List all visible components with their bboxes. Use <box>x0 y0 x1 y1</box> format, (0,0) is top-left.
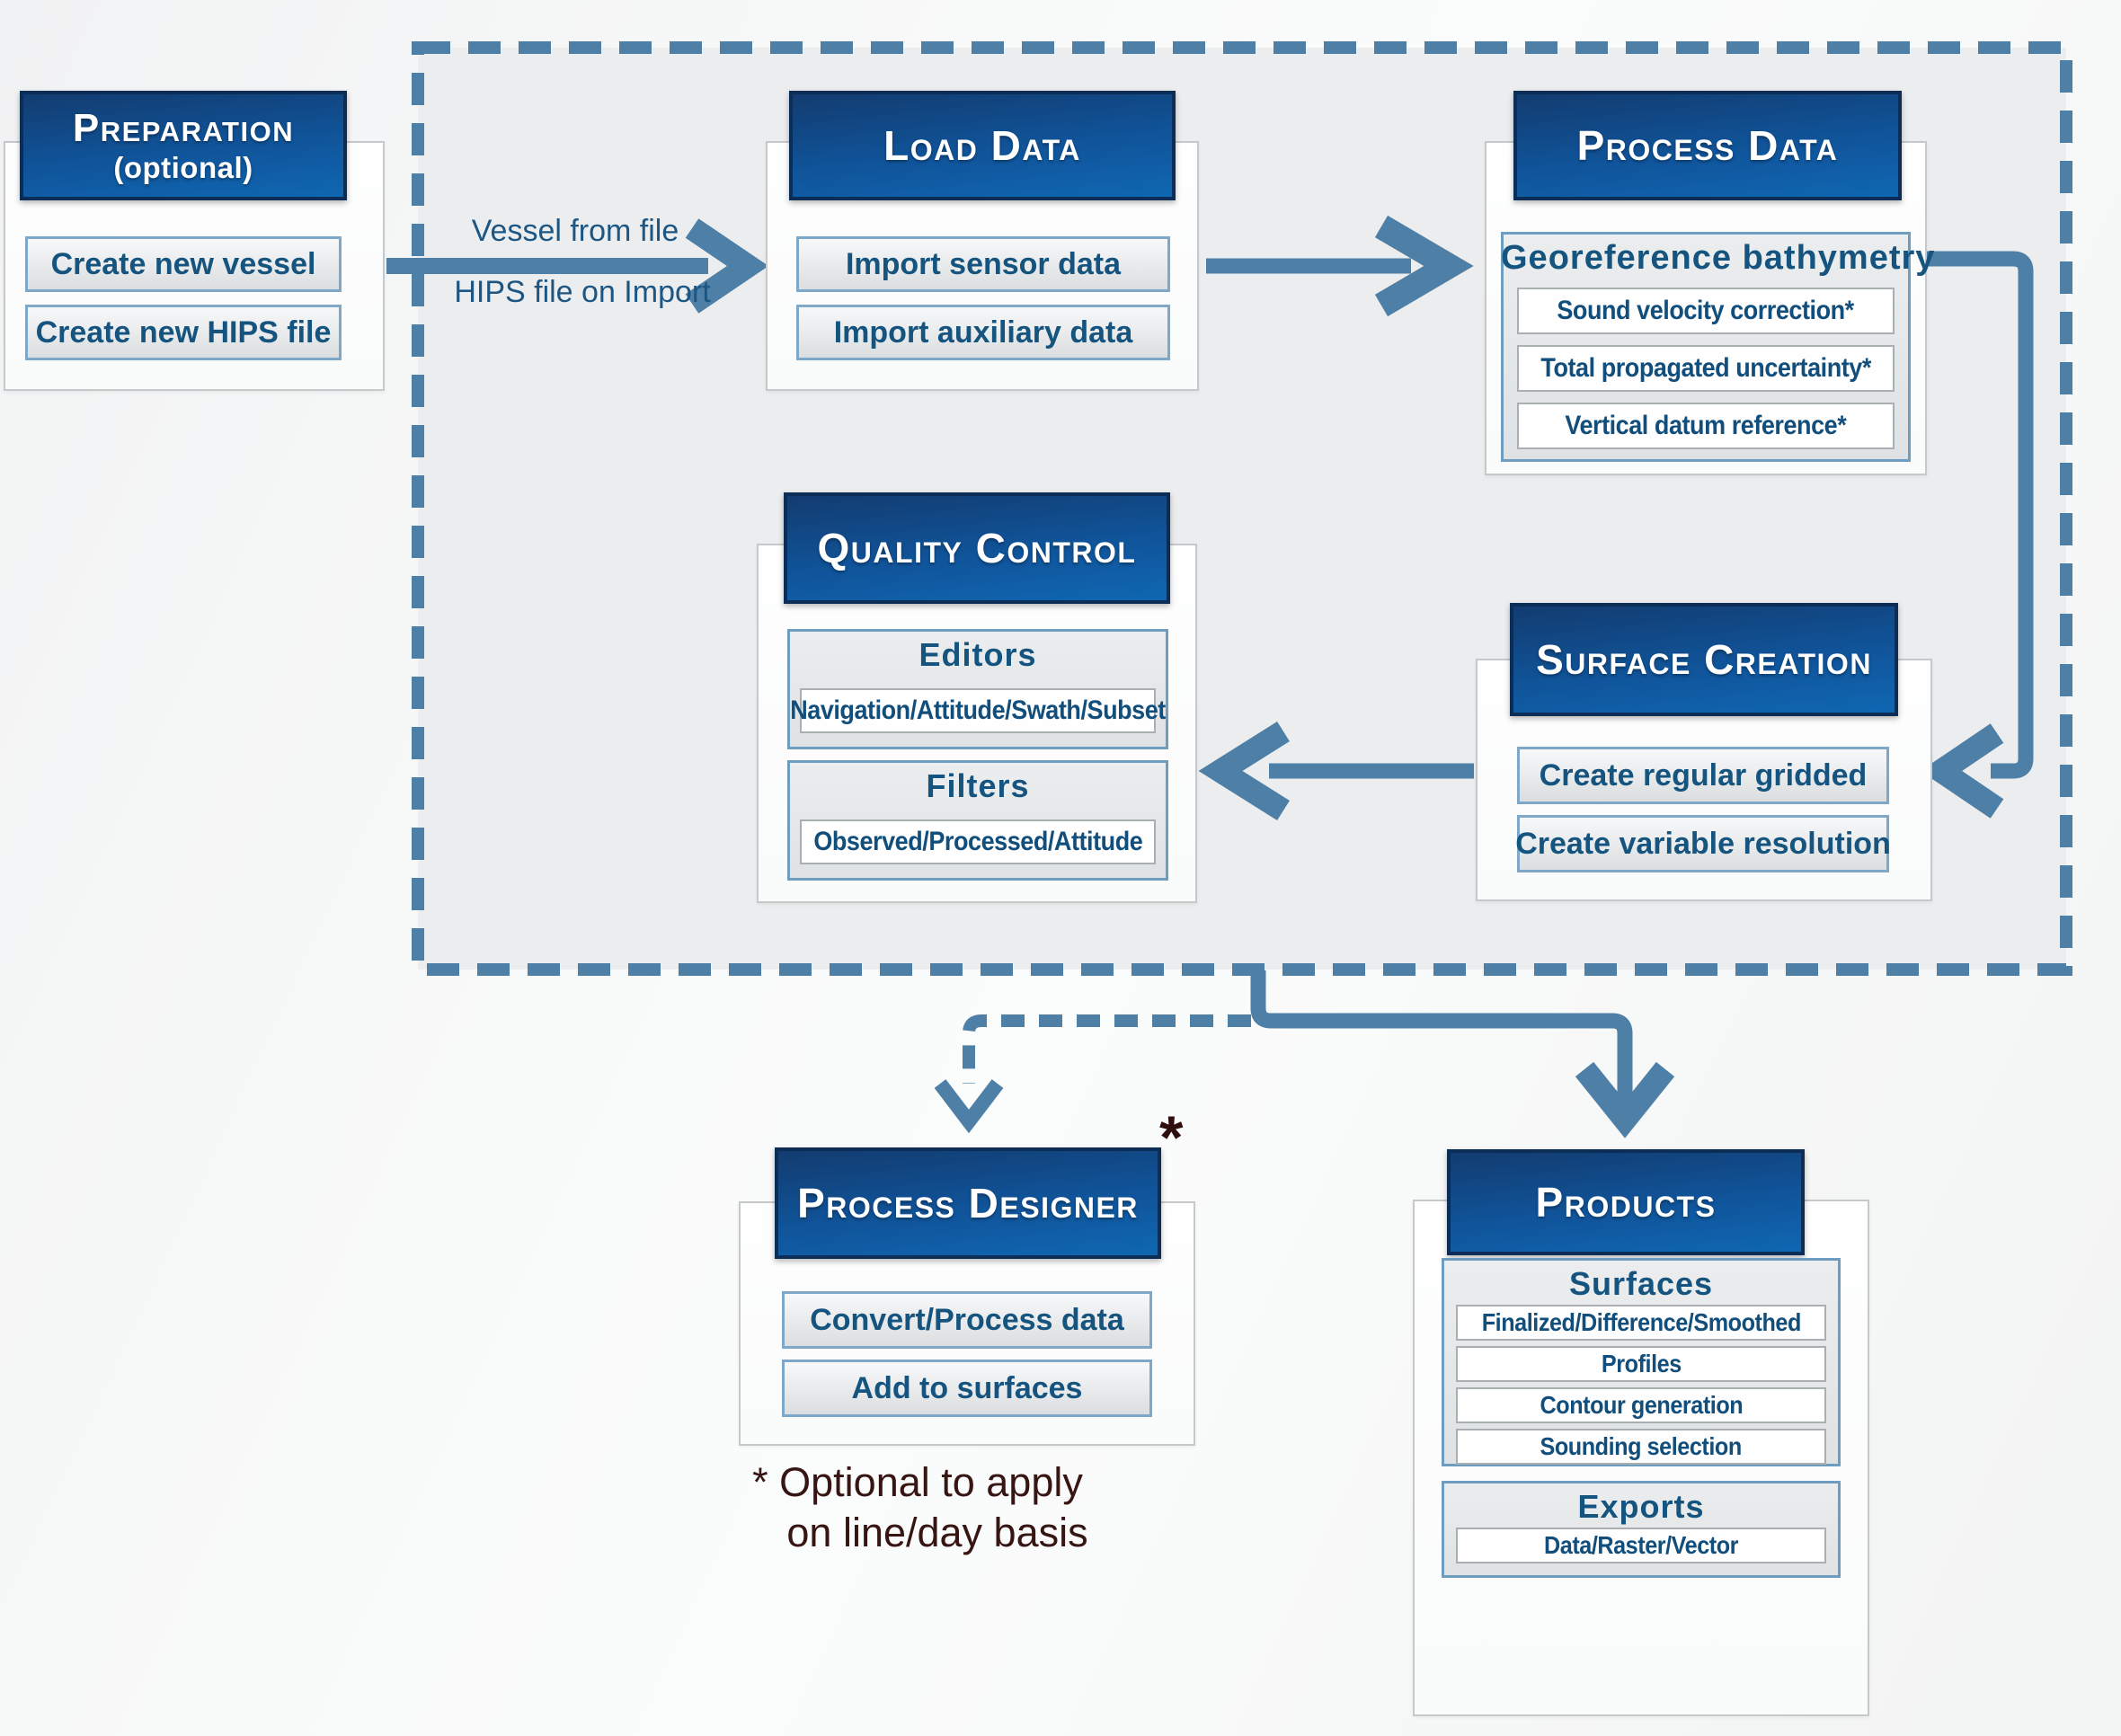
contour-generation-item: Contour generation <box>1456 1387 1826 1423</box>
arrow-prep-to-load-head <box>685 218 769 314</box>
process-designer-header: Process Designer <box>775 1147 1161 1259</box>
data-raster-vector-item: Data/Raster/Vector <box>1456 1528 1826 1563</box>
vessel-from-file-label: Vessel from file <box>471 214 679 248</box>
sounding-selection-item: Sounding selection <box>1456 1429 1826 1465</box>
convert-process-data-item: Convert/Process data <box>782 1291 1152 1349</box>
process-data-title: Process Data <box>1576 121 1839 169</box>
preparation-title: Preparation <box>72 105 295 150</box>
products-header: Products <box>1447 1149 1805 1255</box>
hips-file-on-import-label: HIPS file on Import <box>454 275 711 309</box>
create-regular-gridded-item: Create regular gridded <box>1517 747 1889 804</box>
surface-creation-title: Surface Creation <box>1536 635 1872 683</box>
import-auxiliary-data-item: Import auxiliary data <box>796 305 1170 360</box>
optional-footnote: * Optional to apply on line/day basis <box>724 1457 1111 1558</box>
total-propagated-uncertainty-item: Total propagated uncertainty* <box>1517 345 1895 392</box>
load-data-header: Load Data <box>789 91 1176 200</box>
surfaces-title: Surfaces <box>1568 1265 1714 1302</box>
surface-creation-header: Surface Creation <box>1510 603 1898 716</box>
arrow-load-to-process-head <box>1374 215 1474 317</box>
import-sensor-data-item: Import sensor data <box>796 236 1170 292</box>
quality-control-header: Quality Control <box>784 492 1170 604</box>
arrow-process-to-surface-shaft <box>1927 251 2034 779</box>
optional-footnote-line2: on line/day basis <box>786 1510 1088 1555</box>
quality-control-title: Quality Control <box>817 524 1137 571</box>
sound-velocity-correction-item: Sound velocity correction* <box>1517 288 1895 334</box>
load-data-title: Load Data <box>883 121 1081 169</box>
exports-title: Exports <box>1577 1488 1705 1525</box>
process-data-header: Process Data <box>1513 91 1902 200</box>
process-designer-title: Process Designer <box>797 1179 1139 1227</box>
arrow-region-to-products-head <box>1575 1061 1675 1138</box>
preparation-subtitle: (optional) <box>113 150 253 184</box>
arrow-region-to-designer-shaft <box>963 1014 1251 1084</box>
profiles-item: Profiles <box>1456 1346 1826 1382</box>
process-designer-asterisk: * <box>1159 1103 1184 1172</box>
create-new-hips-file-item: Create new HIPS file <box>25 305 342 360</box>
optional-footnote-line1: * Optional to apply <box>752 1459 1083 1505</box>
finalized-difference-smoothed-item: Finalized/Difference/Smoothed <box>1456 1305 1826 1341</box>
products-title: Products <box>1535 1178 1717 1226</box>
add-to-surfaces-item: Add to surfaces <box>782 1360 1152 1417</box>
arrow-region-to-designer-head <box>934 1079 1004 1134</box>
editors-title: Editors <box>919 636 1037 673</box>
georeference-bathymetry-title: Georeference bathymetry <box>1501 239 1936 277</box>
create-new-vessel-item: Create new vessel <box>25 236 342 292</box>
preparation-header: Preparation (optional) <box>20 91 347 200</box>
arrow-surface-to-qc-head <box>1198 721 1290 821</box>
filters-title: Filters <box>926 767 1030 804</box>
create-variable-resolution-item: Create variable resolution <box>1515 815 1891 872</box>
arrow-process-to-surface-head <box>1920 723 2004 819</box>
vertical-datum-reference-item: Vertical datum reference* <box>1517 403 1895 449</box>
arrow-region-to-products-shaft <box>1250 970 1633 1110</box>
editors-list-item: Navigation/Attitude/Swath/Subset <box>790 688 1166 733</box>
filters-list-item: Observed/Processed/Attitude <box>800 819 1156 864</box>
